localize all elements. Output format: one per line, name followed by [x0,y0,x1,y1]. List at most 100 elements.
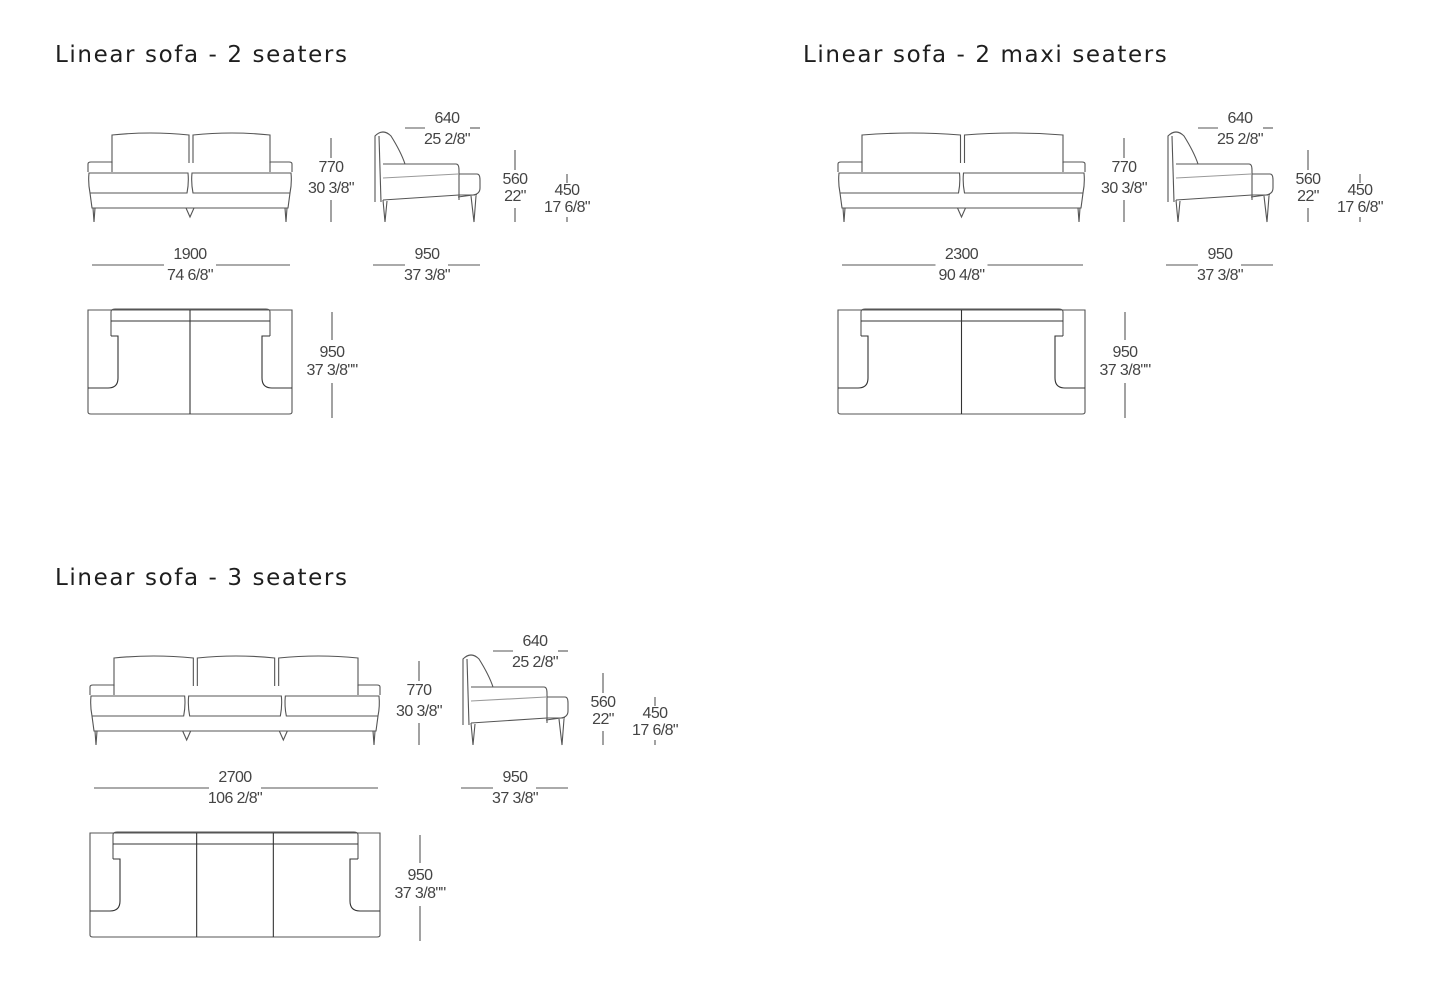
side-depth-in-label: 37 3/8" [492,790,539,807]
sofa-leg [284,207,288,223]
arm-height-in-label: 22" [592,711,614,728]
arm-height-in-label: 22" [504,188,526,205]
back-cushion [963,132,1064,163]
top-back-cushion [860,308,1064,336]
sofa-leg [182,730,192,742]
left-arm [87,161,113,172]
top-view-outline [87,309,293,415]
sofa-leg [956,207,967,219]
right-arm [269,161,293,172]
left-arm [89,684,115,695]
side-seat [383,163,481,198]
seat-cushion [838,172,961,194]
sofa-drawings [89,650,656,941]
seat-height-in-label: 17 6/8" [632,722,679,739]
width-mm-label: 2700 [218,769,252,786]
side-seat [471,686,569,721]
section-title: Linear sofa - 2 seaters [55,42,349,68]
side-cushion-line [470,696,547,702]
side-back-frame [378,135,382,203]
back-cushion [192,132,271,163]
seat-depth-mm-label: 640 [434,110,461,127]
top-left-arm [838,335,869,389]
side-leg [558,718,565,746]
sofa-base [89,192,291,209]
side-leg [382,199,388,223]
top-view-outline [837,309,1086,415]
side-depth-in-label: 37 3/8" [1197,267,1244,284]
section-2-maxi-seaters: Linear sofa - 2 maxi seaters 770 30 3/8" 64… [803,40,1430,460]
side-cushion-line [1175,173,1252,179]
back-cushion [278,655,359,686]
top-back-cushion [112,831,359,859]
top-depth-in-label: 37 3/8"" [1099,362,1151,379]
seat-cushion [191,172,292,194]
arm-height-mm-label: 560 [1295,171,1322,188]
seat-depth-in-label: 25 2/8" [1217,131,1264,148]
seat-height-mm-label: 450 [642,705,669,722]
width-mm-label: 1900 [173,246,207,263]
side-backrest [1167,131,1199,202]
side-depth-in-label: 37 3/8" [404,267,451,284]
sofa-leg [185,207,195,219]
side-depth-mm-label: 950 [414,246,441,263]
top-depth-mm-label: 950 [319,344,346,361]
seat-height-mm-label: 450 [554,182,581,199]
height-mm-label: 770 [406,682,433,699]
side-seat-frame [382,194,460,201]
side-leg [1263,195,1270,223]
sofa-leg [94,730,98,746]
height-in-label: 30 3/8" [1101,180,1148,197]
right-arm [1062,161,1086,172]
seat-depth-mm-label: 640 [522,633,549,650]
sofa-base [91,715,379,732]
sofa-drawings [87,127,568,418]
seat-depth-mm-label: 640 [1227,110,1254,127]
side-seat [1176,163,1274,198]
side-seat-frame [1175,194,1253,201]
sofa-leg [278,730,288,742]
seat-cushion [90,695,186,717]
top-depth-in-label: 37 3/8"" [306,362,358,379]
side-cushion-line [382,173,459,179]
sofa-leg [842,207,846,223]
side-backrest [374,131,406,202]
top-right-arm [261,335,292,389]
top-right-arm [349,858,380,912]
arm-height-mm-label: 560 [502,171,529,188]
top-left-arm [88,335,119,389]
height-in-label: 30 3/8" [308,180,355,197]
left-arm [837,161,863,172]
width-mm-label: 2300 [944,246,979,263]
sofa-leg [372,730,376,746]
sofa-leg [92,207,96,223]
arm-height-mm-label: 560 [590,694,617,711]
top-left-arm [90,858,121,912]
top-depth-mm-label: 950 [407,867,434,884]
width-in-label: 74 6/8" [167,267,214,284]
section-title: Linear sofa - 2 maxi seaters [803,42,1169,68]
seat-depth-in-label: 25 2/8" [512,654,559,671]
side-depth-mm-label: 950 [1207,246,1234,263]
back-cushion [861,132,962,163]
seat-cushion [284,695,380,717]
side-leg [470,722,476,746]
seat-cushion [88,172,189,194]
side-depth-mm-label: 950 [502,769,529,786]
back-cushion [113,655,194,686]
seat-cushion [962,172,1085,194]
height-mm-label: 770 [1111,159,1138,176]
section-title: Linear sofa - 3 seaters [55,565,349,591]
top-depth-in-label: 37 3/8"" [394,885,446,902]
top-view-outline [89,832,381,938]
side-leg [470,195,477,223]
arm-height-in-label: 22" [1297,188,1319,205]
back-cushion [111,132,190,163]
seat-depth-in-label: 25 2/8" [424,131,471,148]
back-cushion [196,655,276,686]
top-depth-mm-label: 950 [1112,344,1139,361]
width-in-label: 106 2/8" [207,790,263,807]
sofa-drawings [837,127,1361,418]
